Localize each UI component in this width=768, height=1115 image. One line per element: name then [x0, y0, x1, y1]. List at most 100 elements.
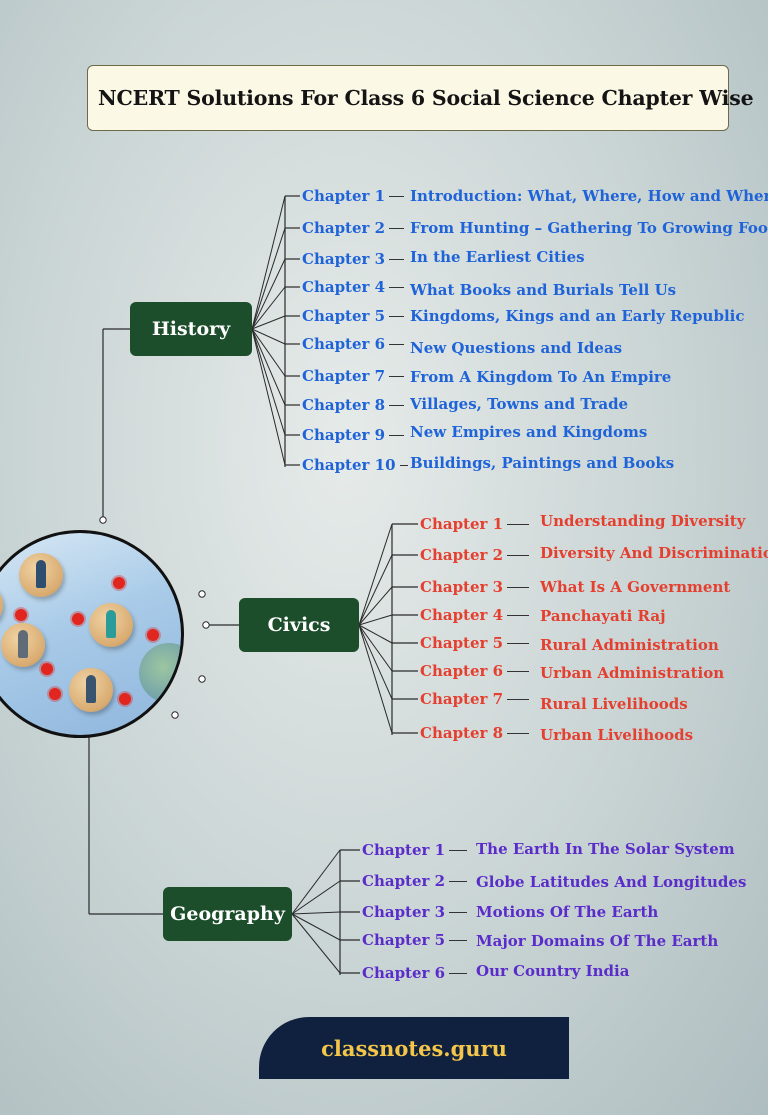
civics-chapter-topic[interactable]: What Is A Government	[540, 578, 731, 596]
geography-chapter-number[interactable]: Chapter 5	[362, 931, 446, 949]
civics-chapter-number[interactable]: Chapter 3	[420, 578, 504, 596]
geography-chapter-topic[interactable]: Motions Of The Earth	[476, 903, 659, 921]
dash-separator	[507, 555, 529, 557]
civics-chapter-number[interactable]: Chapter 7	[420, 690, 504, 708]
history-fan-line	[251, 286, 286, 330]
geography-node[interactable]: Geography	[163, 887, 292, 941]
civics-fan-line	[358, 586, 393, 626]
history-chapter-number[interactable]: Chapter 8	[302, 396, 386, 414]
civics-chapter-topic[interactable]: Diversity And Discrimination	[540, 544, 768, 562]
history-chapter-topic[interactable]: What Books and Burials Tell Us	[410, 281, 677, 299]
civics-chapter-number[interactable]: Chapter 4	[420, 606, 504, 624]
civics-chapter-number[interactable]: Chapter 8	[420, 724, 504, 742]
civics-chapter-number[interactable]: Chapter 2	[420, 546, 504, 564]
civics-fan-line	[358, 624, 393, 734]
dash-separator	[507, 733, 529, 735]
civics-chapter-topic[interactable]: Rural Administration	[540, 636, 719, 654]
geography-chapter-topic[interactable]: The Earth In The Solar System	[476, 840, 735, 858]
civics-chapter-number[interactable]: Chapter 1	[420, 515, 504, 533]
hub-image	[0, 530, 184, 738]
geography-chapter-topic[interactable]: Our Country India	[476, 962, 630, 980]
civics-fan-line	[358, 624, 393, 644]
dash-separator	[507, 587, 529, 589]
dash-separator	[507, 671, 529, 673]
geography-chapter-number[interactable]: Chapter 2	[362, 872, 446, 890]
history-chapter-number[interactable]: Chapter 5	[302, 307, 386, 325]
civics-chapter-number[interactable]: Chapter 5	[420, 634, 504, 652]
dash-separator	[389, 228, 404, 230]
virus-icon	[113, 577, 125, 589]
history-chapter-topic[interactable]: In the Earliest Cities	[410, 248, 585, 266]
dash-separator	[389, 316, 404, 318]
history-chapter-topic[interactable]: Villages, Towns and Trade	[410, 395, 629, 413]
civics-chapter-topic[interactable]: Understanding Diversity	[540, 512, 746, 530]
dash-separator	[389, 196, 404, 198]
virus-icon	[72, 613, 84, 625]
connector-dot	[171, 711, 179, 719]
title-box: NCERT Solutions For Class 6 Social Scien…	[87, 65, 754, 131]
person-token	[0, 583, 3, 627]
history-chapter-topic[interactable]: Buildings, Paintings and Books	[410, 454, 675, 472]
dash-separator	[400, 465, 408, 467]
dash-separator	[389, 435, 404, 437]
history-chapter-topic[interactable]: From A Kingdom To An Empire	[410, 368, 672, 386]
geography-fan-line	[291, 911, 341, 915]
civics-fan-line	[358, 624, 393, 672]
civics-node[interactable]: Civics	[239, 598, 359, 652]
dash-separator	[389, 259, 404, 261]
history-chapter-topic[interactable]: Introduction: What, Where, How and When	[410, 187, 768, 205]
connector-dot	[198, 675, 206, 683]
geography-chapter-number[interactable]: Chapter 6	[362, 964, 446, 982]
history-fan-line	[251, 195, 286, 330]
history-node[interactable]: History	[130, 302, 252, 356]
globe-icon	[139, 643, 181, 703]
history-fan-line	[251, 258, 286, 330]
dash-separator	[507, 643, 529, 645]
dash-separator	[449, 973, 467, 975]
history-label: History	[151, 318, 231, 340]
dash-separator	[507, 615, 529, 617]
history-chapter-number[interactable]: Chapter 4	[302, 278, 386, 296]
history-chapter-number[interactable]: Chapter 1	[302, 187, 386, 205]
dash-separator	[389, 376, 404, 378]
civics-fan-line	[358, 614, 393, 626]
civics-label: Civics	[267, 614, 331, 636]
civics-chapter-number[interactable]: Chapter 6	[420, 662, 504, 680]
history-chapter-topic[interactable]: From Hunting – Gathering To Growing Food	[410, 219, 768, 237]
geography-fan-line	[291, 880, 341, 915]
virus-icon	[49, 688, 61, 700]
footer-banner: classnotes.guru	[259, 1017, 569, 1079]
geography-fan-line	[291, 913, 341, 941]
geography-chapter-number[interactable]: Chapter 3	[362, 903, 446, 921]
connector-dot	[99, 516, 107, 524]
dash-separator	[389, 344, 404, 346]
geography-chapter-number[interactable]: Chapter 1	[362, 841, 446, 859]
geography-label: Geography	[170, 903, 285, 925]
connector-dot	[198, 590, 206, 598]
history-chapter-number[interactable]: Chapter 3	[302, 250, 386, 268]
civics-chapter-topic[interactable]: Panchayati Raj	[540, 607, 666, 625]
virus-icon	[119, 693, 131, 705]
dash-separator	[449, 881, 467, 883]
dash-separator	[389, 405, 404, 407]
history-chapter-topic[interactable]: Kingdoms, Kings and an Early Republic	[410, 307, 745, 325]
civics-chapter-topic[interactable]: Rural Livelihoods	[540, 695, 688, 713]
geography-chapter-topic[interactable]: Major Domains Of The Earth	[476, 932, 719, 950]
civics-chapter-topic[interactable]: Urban Livelihoods	[540, 726, 694, 744]
dash-separator	[449, 912, 467, 914]
geography-chapter-topic[interactable]: Globe Latitudes And Longitudes	[476, 873, 747, 891]
history-chapter-number[interactable]: Chapter 2	[302, 219, 386, 237]
history-chapter-topic[interactable]: New Questions and Ideas	[410, 339, 623, 357]
history-fan-line	[251, 315, 286, 330]
dash-separator	[507, 699, 529, 701]
history-chapter-topic[interactable]: New Empires and Kingdoms	[410, 423, 648, 441]
civics-chapter-topic[interactable]: Urban Administration	[540, 664, 725, 682]
history-chapter-number[interactable]: Chapter 9	[302, 426, 386, 444]
history-chapter-number[interactable]: Chapter 7	[302, 367, 386, 385]
history-chapter-number[interactable]: Chapter 6	[302, 335, 386, 353]
dash-separator	[389, 287, 404, 289]
dash-separator	[449, 850, 467, 852]
history-chapter-number[interactable]: Chapter 10	[302, 456, 396, 474]
page-title: NCERT Solutions For Class 6 Social Scien…	[98, 86, 754, 110]
